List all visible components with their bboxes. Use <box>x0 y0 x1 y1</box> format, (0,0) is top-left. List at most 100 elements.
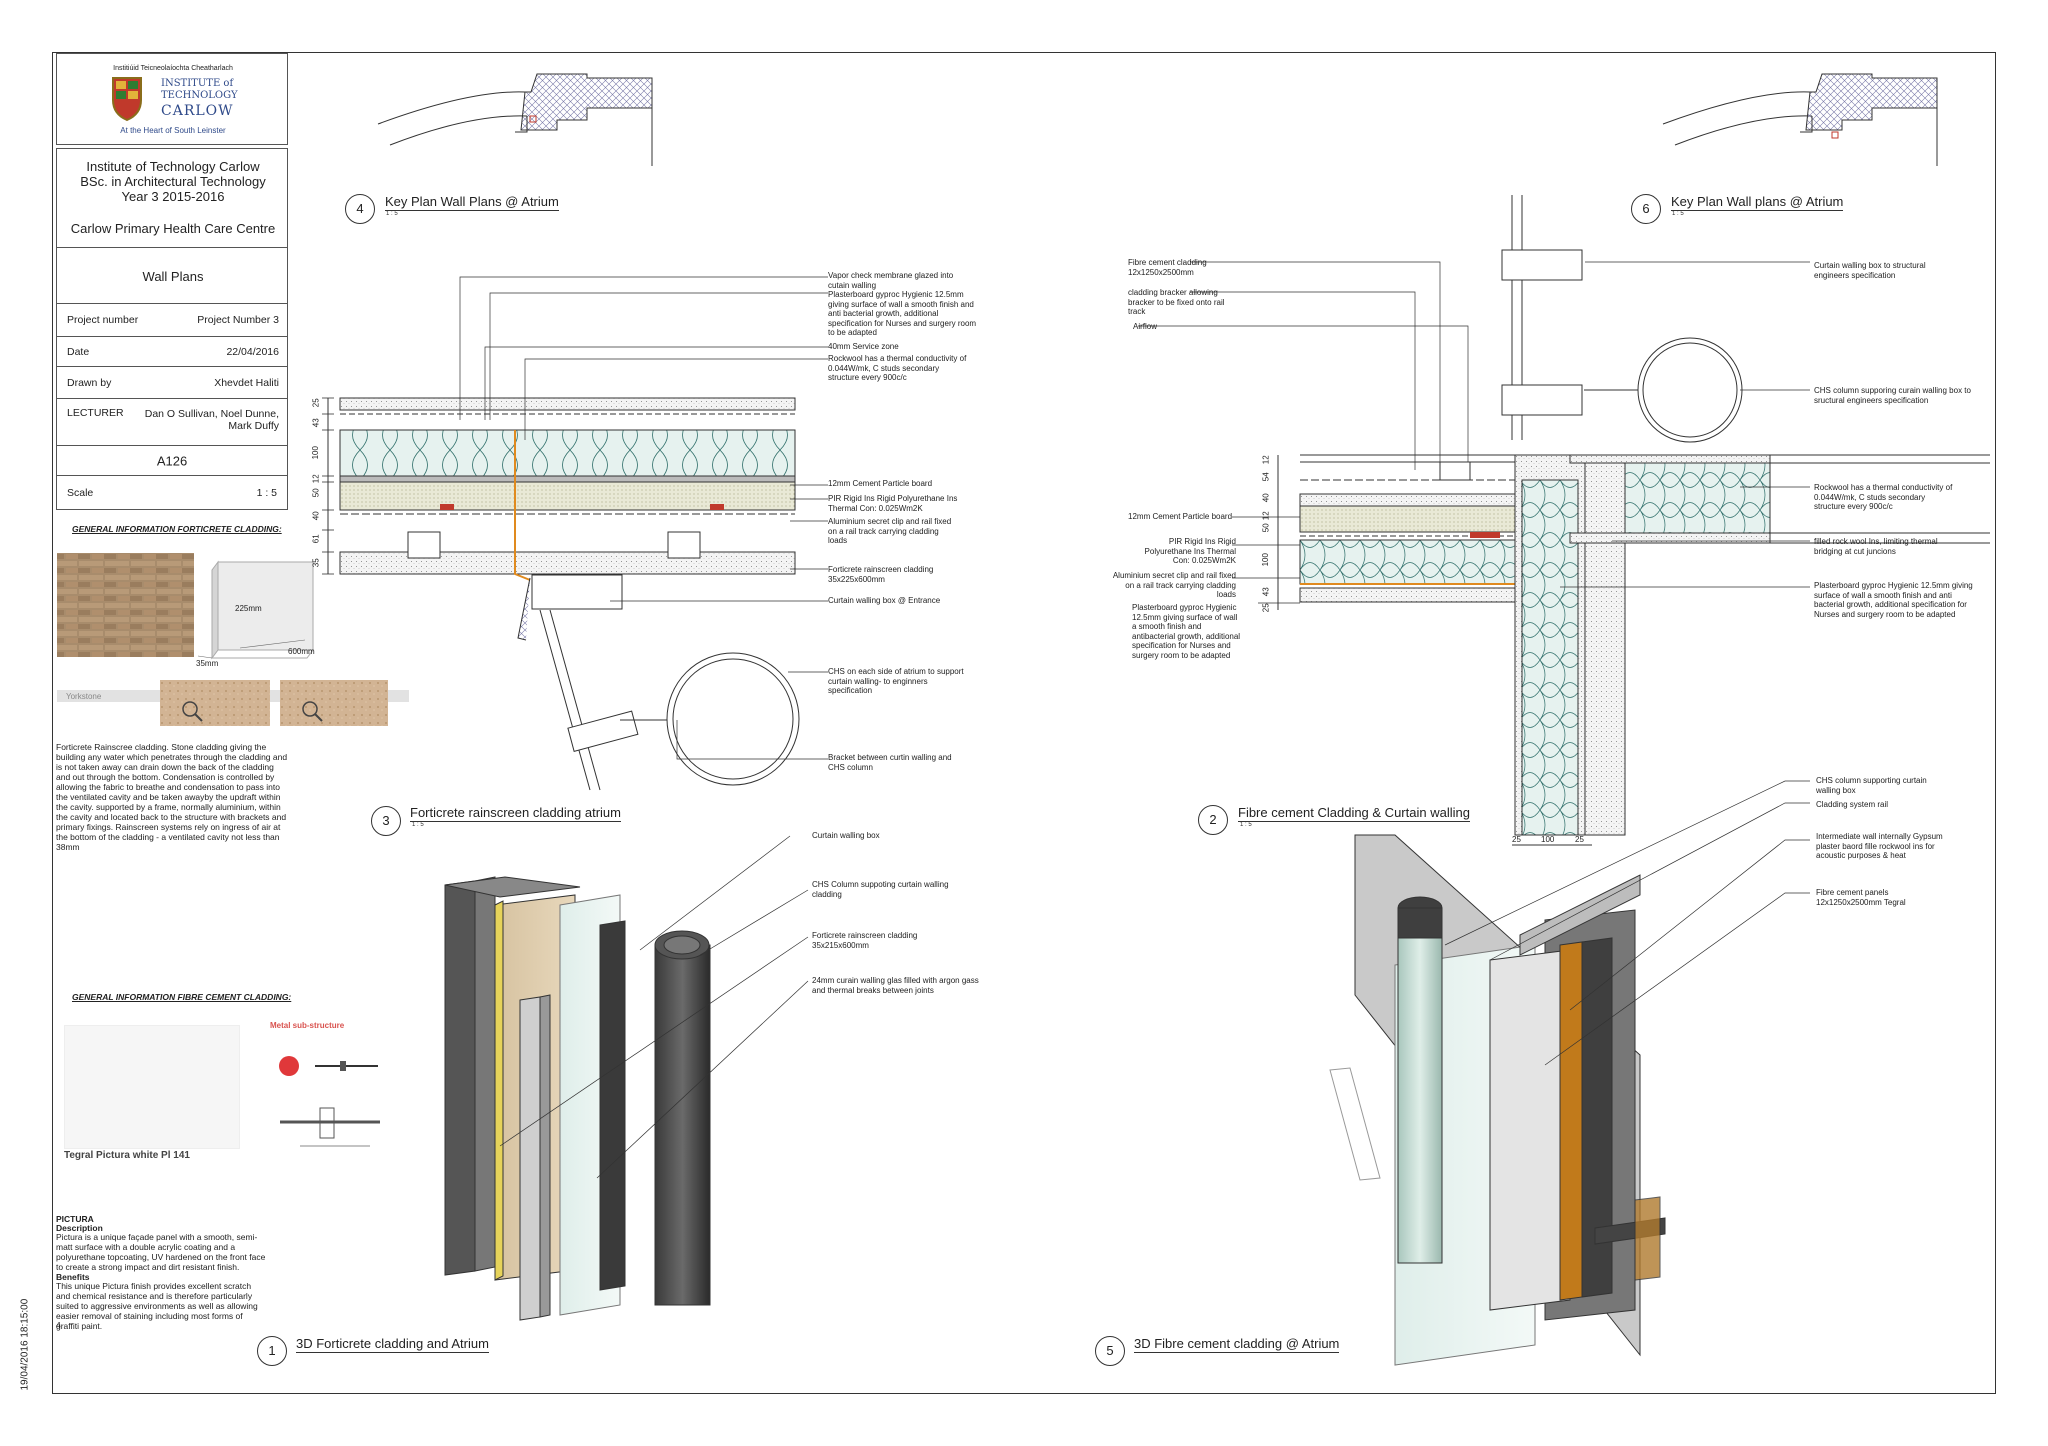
v3-dim-40: 40 <box>311 511 321 521</box>
v2-bottom-dim-25b: 25 <box>1575 835 1584 844</box>
description-heading: Description <box>56 1223 103 1233</box>
v3-dim-61: 61 <box>311 534 321 544</box>
v1-note-chs: CHS Column suppoting curtain walling cla… <box>812 880 949 899</box>
logo-irish-text: Institiúid Teicneolaíochta Cheatharlach <box>113 65 233 72</box>
scale-value: 1 : 5 <box>256 487 277 499</box>
v2-note-pir: PIR Rigid Ins Rigid Polyurethane Ins The… <box>1144 537 1236 565</box>
view-6-number: 6 <box>1631 194 1661 224</box>
v2-note-fibre: Fibre cement cladding 12x1250x2500mm <box>1128 258 1207 277</box>
v3-note-forticrete: Forticrete rainscreen cladding 35x225x60… <box>828 565 934 584</box>
sample-dim-225: 225mm <box>235 604 262 613</box>
view-5-title: 3D Fibre cement cladding @ Atrium <box>1134 1336 1340 1353</box>
forticrete-description: Forticrete Rainscree cladding. Stone cla… <box>56 742 288 852</box>
v2-note-gyproc: Plasterboard gyproc Hygienic 12.5mm givi… <box>1814 581 1973 619</box>
v1-note-forticrete: Forticrete rainscreen cladding 35x215x60… <box>812 931 918 950</box>
v3-note-bracket: Bracket between curtin walling and CHS c… <box>828 753 952 772</box>
benefits-heading: Benefits <box>56 1272 90 1282</box>
scale-label: Scale <box>67 487 94 499</box>
date-value: 22/04/2016 <box>226 345 279 358</box>
tegral-panel-label: Tegral Pictura white Pl 141 <box>64 1150 190 1161</box>
sample-dim-600: 600mm <box>288 647 315 656</box>
v3-note-clip: Aluminium secret clip and rail fixed on … <box>828 517 952 545</box>
page-index: 4 <box>56 1320 61 1330</box>
v3-note-service: 40mm Service zone <box>828 342 899 351</box>
year-line: Year 3 2015-2016 <box>121 189 225 204</box>
lecturer-value: Dan O Sullivan, Noel Dunne, Mark Duffy <box>144 408 279 432</box>
view-3-scale: 1 : 5 <box>412 822 424 828</box>
print-timestamp: 19/04/2016 18:15:00 <box>19 1298 31 1391</box>
drawn-by-value: Xhevdet Haliti <box>214 376 279 389</box>
v2-note-particle: 12mm Cement Particle board <box>1128 512 1233 521</box>
v3-note-plasterboard: Plasterboard gyproc Hygienic 12.5mm givi… <box>828 290 977 337</box>
lecturer-label: LECTURER <box>67 407 124 419</box>
drawn-by-label: Drawn by <box>67 376 112 389</box>
v2-dim-12b: 12 <box>1261 511 1271 521</box>
swatch-label: Yorkstone <box>66 692 102 701</box>
view-4-number: 4 <box>345 194 375 224</box>
logo-tagline: At the Heart of South Leinster <box>120 126 226 135</box>
project-name: Carlow Primary Health Care Centre <box>70 221 276 236</box>
v2-note-rockwool: Rockwool has a thermal conductivity of 0… <box>1814 483 1953 511</box>
sample-dim-35: 35mm <box>196 659 219 668</box>
v2-dim-54: 54 <box>1261 472 1271 482</box>
v3-note-pir: PIR Rigid Ins Rigid Polyurethane Ins The… <box>828 494 958 513</box>
view-2-scale: 1 : 5 <box>1240 822 1252 828</box>
course-line: BSc. in Architectural Technology <box>80 174 266 189</box>
fibre-info-heading: GENERAL INFORMATION FIBRE CEMENT CLADDIN… <box>72 992 292 1002</box>
v2-note-filled: filled rock wool Ins, limiting thermal b… <box>1814 537 1938 556</box>
v3-dim-43: 43 <box>311 418 321 428</box>
view-2-number: 2 <box>1198 805 1228 835</box>
v1-note-cw-box: Curtain walling box <box>812 831 880 840</box>
v2-dim-50: 50 <box>1261 523 1271 533</box>
view-6-title: Key Plan Wall plans @ Atrium <box>1671 194 1844 211</box>
view-4-title: Key Plan Wall Plans @ Atrium <box>385 194 559 211</box>
v3-note-vapor: Vapor check membrane glazed into cutain … <box>828 271 954 290</box>
title-block: Institute of Technology Carlow BSc. in A… <box>56 148 288 510</box>
logo-line3: CARLOW <box>161 103 234 119</box>
view-5-number: 5 <box>1095 1336 1125 1366</box>
v2-dim-12: 12 <box>1261 455 1271 465</box>
v3-dim-100: 100 <box>310 446 320 460</box>
v3-note-box: Curtain walling box @ Entrance <box>828 596 941 605</box>
pictura-description: Pictura is a unique façade panel with a … <box>56 1232 266 1272</box>
pictura-benefits: This unique Pictura finish provides exce… <box>56 1281 258 1331</box>
drawing-sheet-border <box>52 52 1996 1394</box>
v2-note-cw-box: Curtain walling box to structural engine… <box>1814 261 1926 280</box>
substructure-label: Metal sub-structure <box>270 1021 345 1030</box>
sheet-name: Wall Plans <box>142 269 204 284</box>
v1-note-glass: 24mm curain walling glas filled with arg… <box>812 976 979 995</box>
v2-note-chs: CHS column supporing curain walling box … <box>1814 386 1971 405</box>
crest-icon <box>112 77 142 122</box>
v3-note-rockwool: Rockwool has a thermal conductivity of 0… <box>828 354 967 382</box>
tegral-panel-sample <box>64 1025 240 1149</box>
v3-note-particle: 12mm Cement Particle board <box>828 479 933 488</box>
v3-note-chs: CHS on each side of atrium to support cu… <box>828 667 964 695</box>
v2-dim-100: 100 <box>1260 553 1270 567</box>
v2-note-clip: Aluminium secret clip and rail fixed on … <box>1112 571 1236 599</box>
v2-bottom-dim-25a: 25 <box>1512 835 1521 844</box>
project-number-value: Project Number 3 <box>197 314 279 326</box>
v2-dim-25: 25 <box>1261 603 1271 613</box>
logo-line2: TECHNOLOGY <box>161 90 238 101</box>
logo-box: Institiúid Teicneolaíochta Cheatharlach … <box>56 53 288 145</box>
v2-dim-40: 40 <box>1261 493 1271 503</box>
project-number-label: Project number <box>67 314 139 326</box>
view-2-title: Fibre cement Cladding & Curtain walling <box>1238 805 1470 822</box>
view-4-scale: 1 : 5 <box>386 211 398 217</box>
view-1-title: 3D Forticrete cladding and Atrium <box>296 1336 489 1353</box>
logo-line1: INSTITUTE of <box>161 78 234 89</box>
v3-dim-12: 12 <box>311 474 321 484</box>
v2-dim-43: 43 <box>1261 587 1271 597</box>
v2-note-airflow: Airflow <box>1133 322 1158 331</box>
v3-dim-50: 50 <box>311 488 321 498</box>
v5-note-wall: Intermediate wall internally Gypsum plas… <box>1816 832 1943 860</box>
view-3-number: 3 <box>371 806 401 836</box>
date-label: Date <box>67 345 90 358</box>
v5-note-rail: Cladding system rail <box>1816 800 1889 809</box>
sheet-number: A126 <box>156 453 188 468</box>
pictura-title: PICTURA <box>56 1214 94 1224</box>
v3-dim-25: 25 <box>311 398 321 408</box>
view-1-number: 1 <box>257 1336 287 1366</box>
v2-bottom-dim-100: 100 <box>1541 835 1555 844</box>
v2-note-plasterboard: Plasterboard gyproc Hygienic 12.5mm givi… <box>1132 603 1241 660</box>
